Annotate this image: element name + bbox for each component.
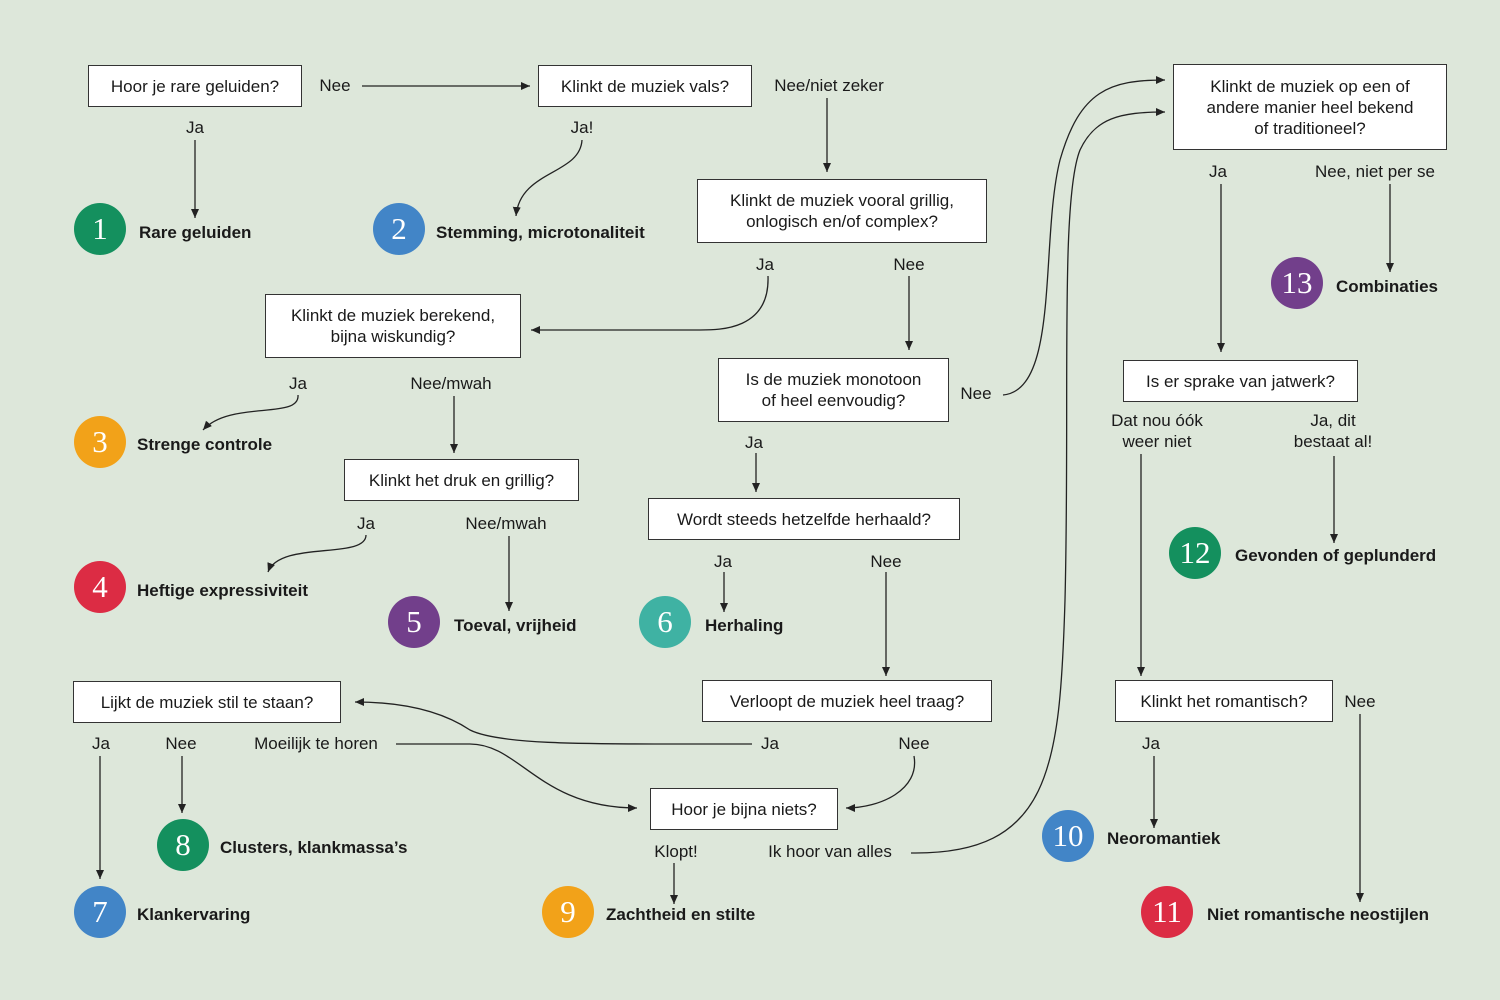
answer-q10-alles: Ik hoor van alles (768, 842, 892, 861)
question-bijna-niets: Hoor je bijna niets? (650, 788, 838, 830)
question-herhaald: Wordt steeds hetzelfde herhaald? (648, 498, 960, 540)
category-10-label: Neoromantiek (1107, 829, 1221, 848)
answer-q4-ja: Ja (289, 374, 307, 393)
answer-q9-moeilijk: Moeilijk te horen (254, 734, 378, 753)
category-11-label: Niet romantische neostijlen (1207, 905, 1429, 924)
answer-q13-ja: Ja (1142, 734, 1160, 753)
arrow-q8-ja (354, 698, 752, 745)
answer-q3-ja: Ja (756, 255, 774, 274)
category-10-number: 10 (1042, 810, 1094, 862)
question-grillig-complex: Klinkt de muziek vooral grillig, onlogis… (697, 179, 987, 243)
arrow-q8-nee (845, 755, 916, 812)
question-druk-grillig: Klinkt het druk en grillig? (344, 459, 579, 501)
answer-q12-ja: Ja, dit bestaat al! (1293, 411, 1373, 451)
category-4-number: 4 (74, 561, 126, 613)
category-2-number: 2 (373, 203, 425, 255)
answer-q7-nee: Nee (870, 552, 902, 571)
category-9-label: Zachtheid en stilte (606, 905, 756, 924)
arrow-q10-alles (910, 108, 1166, 854)
category-4-label: Heftige expressiviteit (137, 581, 309, 600)
answer-q5-nee: Nee (960, 384, 992, 403)
category-13-label: Combinaties (1336, 277, 1439, 296)
arrow-q4-ja (202, 394, 299, 431)
answer-q11-nee: Nee, niet per se (1314, 162, 1436, 181)
answer-q2-nee: Nee/niet zeker (774, 76, 884, 95)
answer-q5-ja: Ja (745, 433, 763, 452)
category-8-number: 8 (157, 819, 209, 871)
answer-q9-ja: Ja (92, 734, 110, 753)
answer-q4-nee: Nee/mwah (410, 374, 492, 393)
answer-q6-ja: Ja (357, 514, 375, 533)
answer-q8-ja: Ja (761, 734, 779, 753)
category-6-label: Herhaling (705, 616, 784, 635)
category-9-number: 9 (542, 886, 594, 938)
question-bekend-traditioneel: Klinkt de muziek op een of andere manier… (1173, 64, 1447, 150)
category-5-label: Toeval, vrijheid (454, 616, 577, 635)
category-11-number: 11 (1141, 886, 1193, 938)
arrow-q2-ja (512, 139, 583, 217)
category-1-label: Rare geluiden (139, 223, 252, 242)
question-stil-staan: Lijkt de muziek stil te staan? (73, 681, 341, 723)
category-7-label: Klankervaring (137, 905, 251, 924)
category-1-number: 1 (74, 203, 126, 255)
category-2-label: Stemming, microtonaliteit (436, 223, 645, 242)
answer-q11-ja: Ja (1209, 162, 1227, 181)
arrow-q3-ja (531, 275, 769, 334)
question-romantisch: Klinkt het romantisch? (1115, 680, 1333, 722)
question-berekend: Klinkt de muziek berekend, bijna wiskund… (265, 294, 521, 358)
category-3-number: 3 (74, 416, 126, 468)
arrow-q9-moeilijk (396, 743, 638, 812)
arrow-q5-nee (1002, 76, 1166, 396)
answer-q13-nee: Nee (1344, 692, 1376, 711)
answer-q10-klopt: Klopt! (654, 842, 698, 861)
answer-q6-nee: Nee/mwah (465, 514, 547, 533)
question-monotoon: Is de muziek monotoon of heel eenvoudig? (718, 358, 949, 422)
answer-q8-nee: Nee (898, 734, 930, 753)
question-traag: Verloopt de muziek heel traag? (702, 680, 992, 722)
category-13-number: 13 (1271, 257, 1323, 309)
category-7-number: 7 (74, 886, 126, 938)
answer-q1-ja: Ja (186, 118, 204, 137)
question-rare-geluiden: Hoor je rare geluiden? (88, 65, 302, 107)
arrow-q6-ja (267, 534, 367, 573)
answer-q3-nee: Nee (893, 255, 925, 274)
question-vals: Klinkt de muziek vals? (538, 65, 752, 107)
answer-q2-ja: Ja! (570, 118, 594, 137)
answer-q1-nee: Nee (319, 76, 351, 95)
answer-q7-ja: Ja (714, 552, 732, 571)
category-12-label: Gevonden of geplunderd (1235, 546, 1437, 565)
question-jatwerk: Is er sprake van jatwerk? (1123, 360, 1358, 402)
category-5-number: 5 (388, 596, 440, 648)
category-6-number: 6 (639, 596, 691, 648)
category-3-label: Strenge controle (137, 435, 273, 454)
category-12-number: 12 (1169, 527, 1221, 579)
answer-q12-nee: Dat nou óók weer niet (1111, 411, 1203, 451)
category-8-label: Clusters, klankmassa’s (220, 838, 408, 857)
answer-q9-nee: Nee (165, 734, 197, 753)
